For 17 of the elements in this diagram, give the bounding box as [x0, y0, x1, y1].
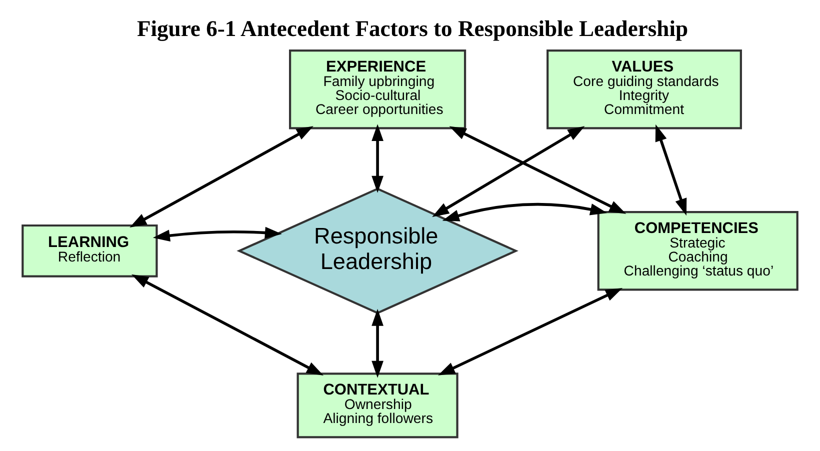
arrow: [152, 226, 282, 242]
node-box: CONTEXTUAL Ownership Aligning followers: [296, 372, 458, 438]
node-box: VALUES Core guiding standards Integrity Commitment: [546, 49, 742, 130]
node-box: LEARNING Reflection: [22, 224, 158, 278]
arrow: [655, 124, 687, 216]
arrow: [130, 126, 314, 228]
arrow: [449, 126, 626, 214]
arrow: [372, 124, 384, 193]
node-box: COMPETENCIES Strategic Coaching Challenging ‘status quo’: [597, 211, 798, 291]
arrow: [132, 274, 324, 376]
node-box: EXPERIENCE Family upbringing Socio-cultural Career opportunities: [289, 49, 466, 130]
arrow: [438, 288, 623, 376]
arrow: [432, 126, 585, 218]
node-diamond: Responsible Leadership: [236, 188, 518, 314]
arrow: [372, 308, 384, 378]
diagram-title: Figure 6-1 Antecedent Factors to Responsible Leadership: [136, 16, 688, 42]
arrow: [442, 202, 608, 222]
